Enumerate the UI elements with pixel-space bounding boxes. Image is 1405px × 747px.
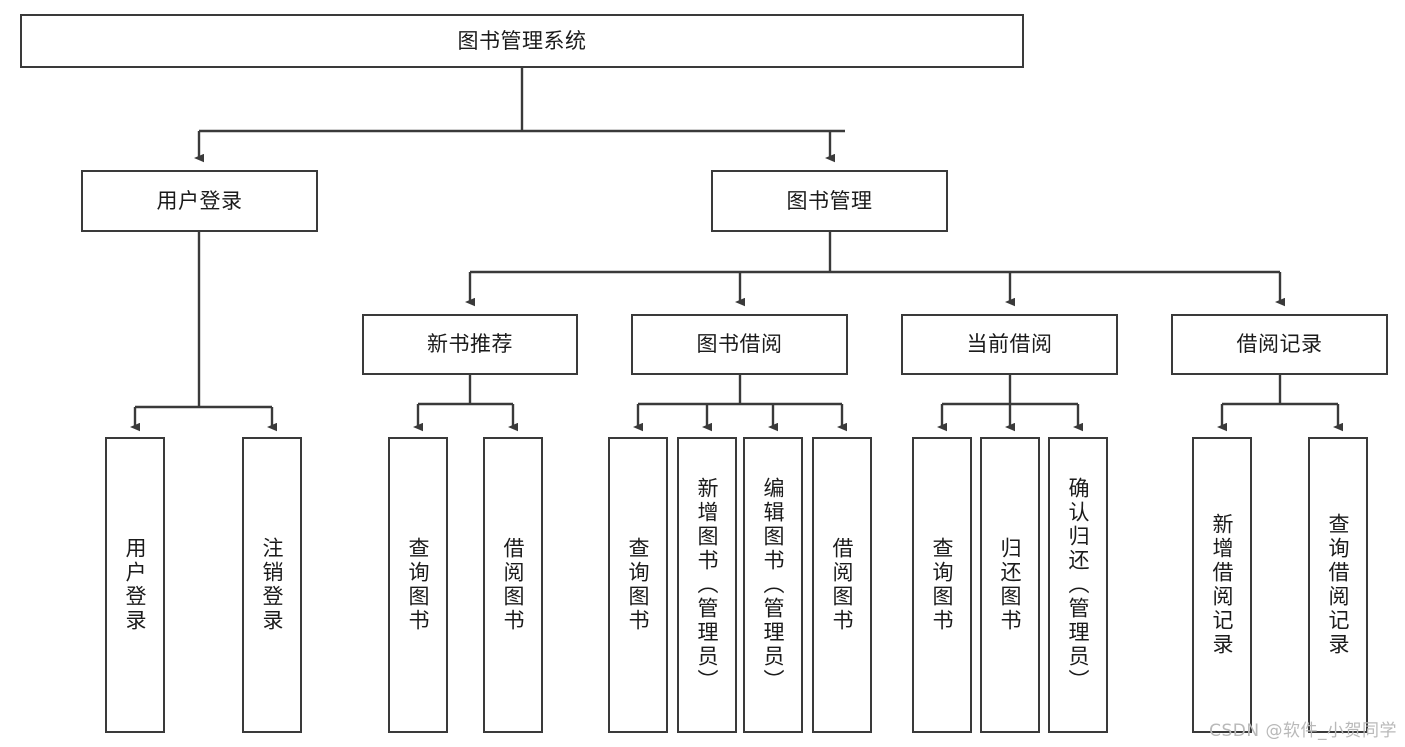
node-current-borrow[interactable]: 当前借阅 (901, 314, 1118, 375)
node-leaf-user-login-label: 用户登录 (123, 537, 148, 633)
node-leaf-query-book-3[interactable]: 查询图书 (912, 437, 972, 733)
node-user-login[interactable]: 用户登录 (81, 170, 318, 232)
watermark: CSDN @软件_小贺同学 (1209, 721, 1397, 741)
node-leaf-add-borrow-record-label: 新增借阅记录 (1210, 513, 1235, 657)
node-leaf-add-book-label: 新增图书（管理员） (695, 477, 720, 693)
node-borrow-record[interactable]: 借阅记录 (1171, 314, 1388, 375)
node-user-login-label: 用户登录 (156, 188, 243, 213)
node-leaf-borrow-book-2-label: 借阅图书 (830, 537, 855, 633)
node-leaf-edit-book[interactable]: 编辑图书（管理员） (743, 437, 803, 733)
node-borrow-record-label: 借阅记录 (1236, 332, 1323, 357)
node-leaf-add-borrow-record[interactable]: 新增借阅记录 (1192, 437, 1252, 733)
node-leaf-confirm-return[interactable]: 确认归还（管理员） (1048, 437, 1108, 733)
node-leaf-query-book-2-label: 查询图书 (626, 537, 651, 633)
node-leaf-query-borrow-record[interactable]: 查询借阅记录 (1308, 437, 1368, 733)
node-book-management-label: 图书管理 (786, 188, 873, 213)
node-book-management[interactable]: 图书管理 (711, 170, 948, 232)
node-leaf-borrow-book-1[interactable]: 借阅图书 (483, 437, 543, 733)
node-root-book-management-system[interactable]: 图书管理系统 (20, 14, 1024, 68)
node-leaf-logout-login-label: 注销登录 (260, 537, 285, 633)
node-leaf-query-borrow-record-label: 查询借阅记录 (1326, 513, 1351, 657)
node-leaf-return-book-label: 归还图书 (998, 537, 1023, 633)
node-leaf-logout-login[interactable]: 注销登录 (242, 437, 302, 733)
node-leaf-return-book[interactable]: 归还图书 (980, 437, 1040, 733)
node-new-book-recommend[interactable]: 新书推荐 (362, 314, 578, 375)
node-leaf-confirm-return-label: 确认归还（管理员） (1066, 477, 1091, 693)
node-leaf-user-login[interactable]: 用户登录 (105, 437, 165, 733)
node-new-book-recommend-label: 新书推荐 (427, 332, 513, 357)
node-leaf-query-book-3-label: 查询图书 (930, 537, 955, 633)
node-leaf-query-book-2[interactable]: 查询图书 (608, 437, 668, 733)
node-leaf-edit-book-label: 编辑图书（管理员） (761, 477, 786, 693)
node-current-borrow-label: 当前借阅 (966, 332, 1053, 357)
node-leaf-query-book-1[interactable]: 查询图书 (388, 437, 448, 733)
node-leaf-query-book-1-label: 查询图书 (406, 537, 431, 633)
node-leaf-borrow-book-2[interactable]: 借阅图书 (812, 437, 872, 733)
node-book-borrow-label: 图书借阅 (696, 332, 783, 357)
node-book-borrow[interactable]: 图书借阅 (631, 314, 848, 375)
node-root-label: 图书管理系统 (457, 28, 587, 53)
node-leaf-add-book[interactable]: 新增图书（管理员） (677, 437, 737, 733)
node-leaf-borrow-book-1-label: 借阅图书 (501, 537, 526, 633)
